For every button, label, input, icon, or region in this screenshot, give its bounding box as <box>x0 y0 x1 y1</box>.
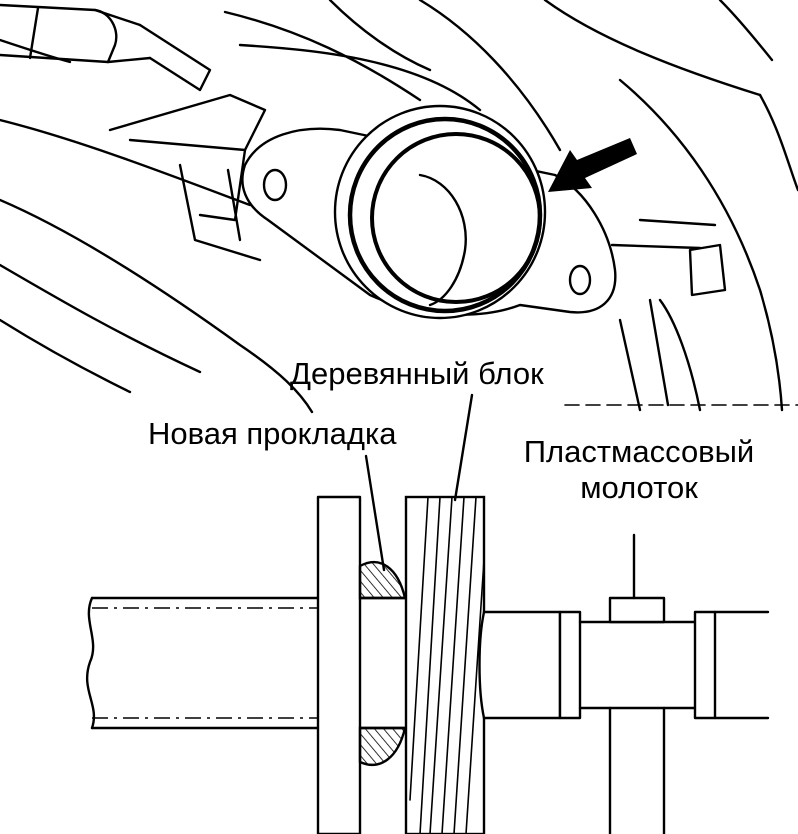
leader-wooden-block <box>453 393 474 502</box>
label-plastic-mallet-line1: Пластмассовый <box>523 434 755 469</box>
vehicle-body-contours <box>0 0 798 414</box>
mounting-bracket <box>108 93 267 262</box>
label-new-gasket: Новая прокладка <box>148 416 397 451</box>
driver-rod <box>478 610 770 720</box>
label-plastic-mallet: Пластмассовый молоток <box>508 434 770 506</box>
flange-bolt-hole-right <box>568 264 592 296</box>
label-plastic-mallet-line2: молоток <box>580 470 698 505</box>
leader-new-gasket <box>364 454 386 572</box>
lower-installation-diagram <box>85 393 770 834</box>
wood-grain <box>409 496 485 834</box>
gasket-ring-outer <box>333 104 547 320</box>
exhaust-pipe-right <box>610 218 727 412</box>
new-gasket-lower <box>358 726 407 766</box>
exhaust-flange <box>241 104 617 320</box>
plastic-mallet <box>608 596 666 834</box>
pointer-arrow <box>548 138 637 192</box>
tool-handle <box>0 3 212 92</box>
upper-flange-illustration <box>0 0 798 414</box>
label-wooden-block: Деревянный блок <box>290 356 544 391</box>
pipe-shaft <box>85 596 408 730</box>
flange-plate <box>316 495 362 834</box>
flange-bolt-hole-left <box>262 168 288 202</box>
